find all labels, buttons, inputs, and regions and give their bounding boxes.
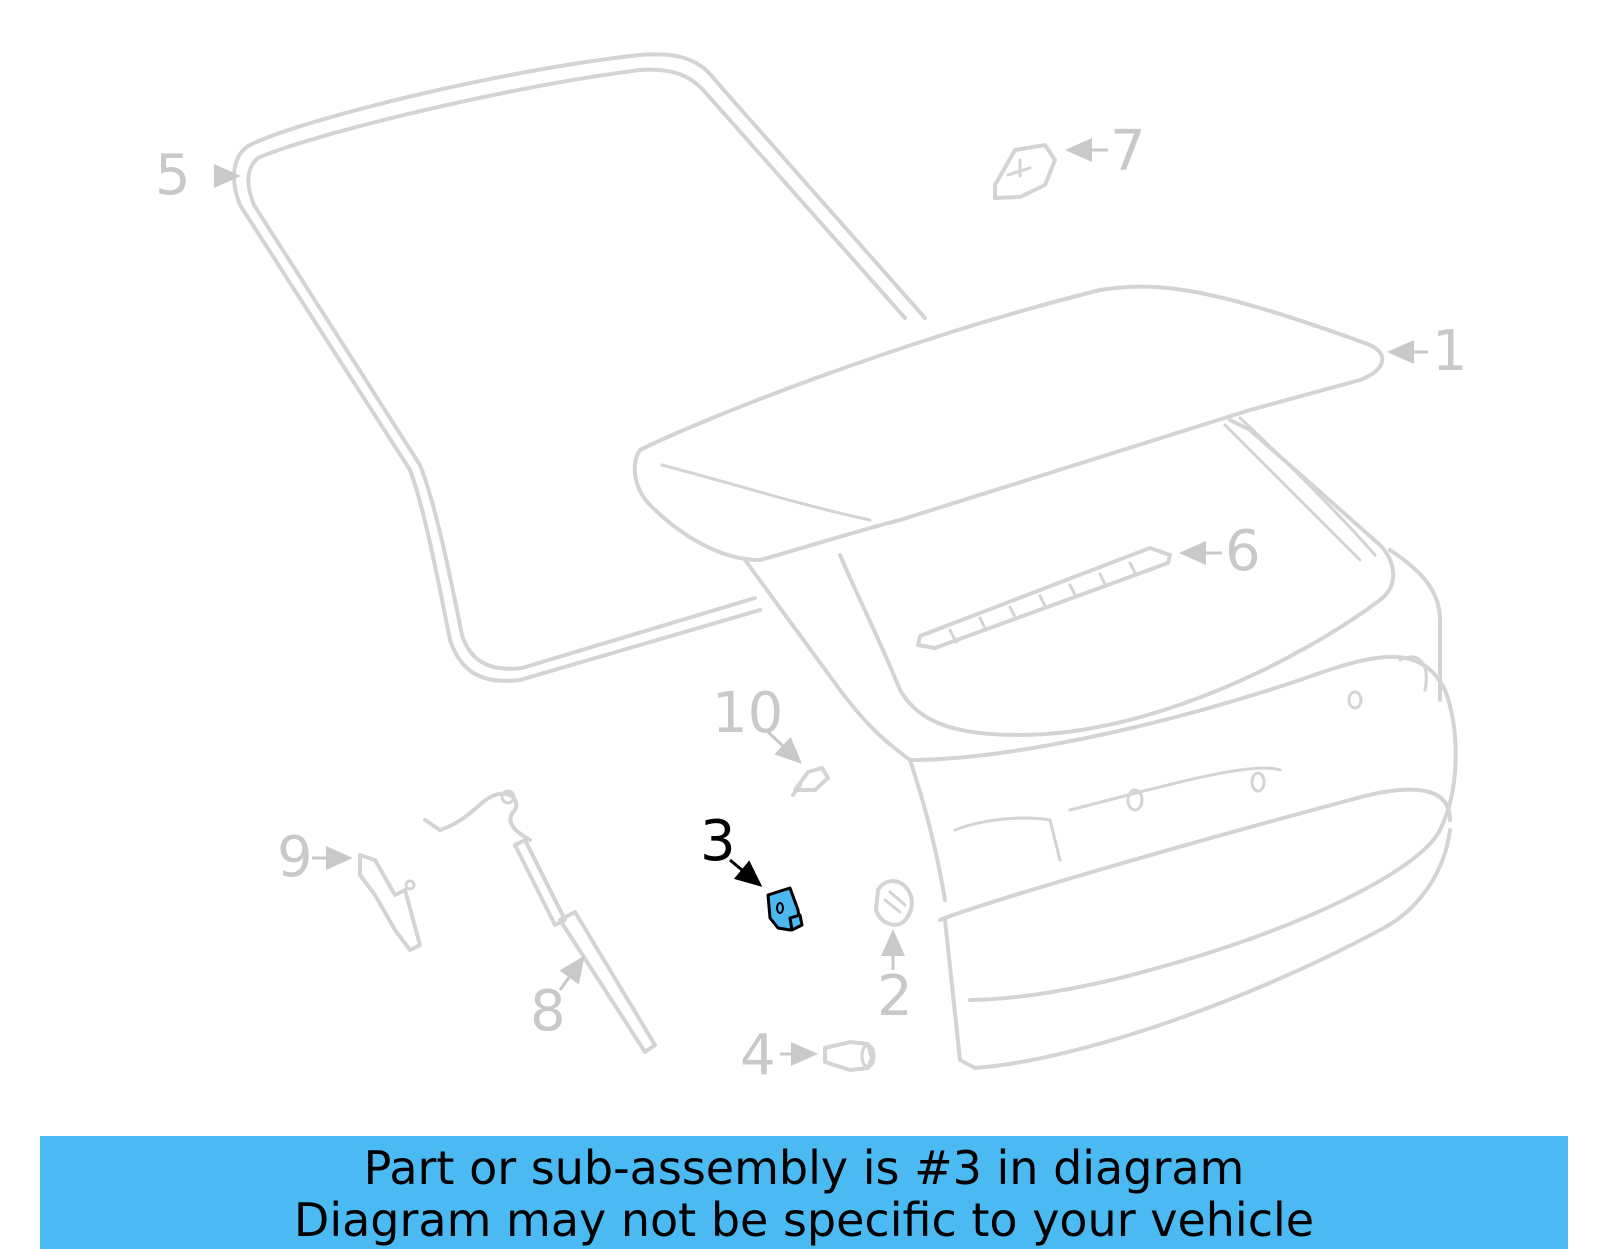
- part-4-bumper: [823, 1040, 876, 1072]
- callout-1: 1: [1432, 319, 1468, 384]
- leader-lines: [214, 138, 1428, 1066]
- info-banner: Part or sub-assembly is #3 in diagram Di…: [40, 1136, 1568, 1249]
- part-8-strut: [423, 789, 657, 1054]
- callout-5: 5: [155, 143, 191, 208]
- callout-9: 9: [277, 825, 313, 890]
- callout-6: 6: [1225, 519, 1261, 584]
- part-6-brake-light: [916, 546, 1172, 650]
- part-3-highlighted-clip: [766, 886, 804, 932]
- callout-2: 2: [877, 964, 913, 1029]
- callout-labels: 5 7 1 6 10 9 3 8 2 4: [155, 119, 1468, 1088]
- part-5-weatherstrip: [232, 52, 927, 683]
- callout-8: 8: [530, 979, 566, 1044]
- liftgate-body: [743, 416, 1458, 1070]
- part-10-pin: [791, 766, 830, 797]
- part-1-spoiler: [632, 284, 1385, 562]
- banner-line-disclaimer: Diagram may not be specific to your vehi…: [293, 1193, 1315, 1247]
- part-2-latch: [874, 879, 914, 927]
- part-7-hinge: [993, 143, 1057, 200]
- callout-3: 3: [700, 809, 736, 874]
- callout-4: 4: [740, 1023, 776, 1088]
- callout-7: 7: [1110, 119, 1146, 184]
- banner-line-part: Part or sub-assembly is #3 in diagram: [363, 1141, 1245, 1195]
- callout-10: 10: [712, 681, 783, 746]
- part-9-bracket: [358, 853, 422, 952]
